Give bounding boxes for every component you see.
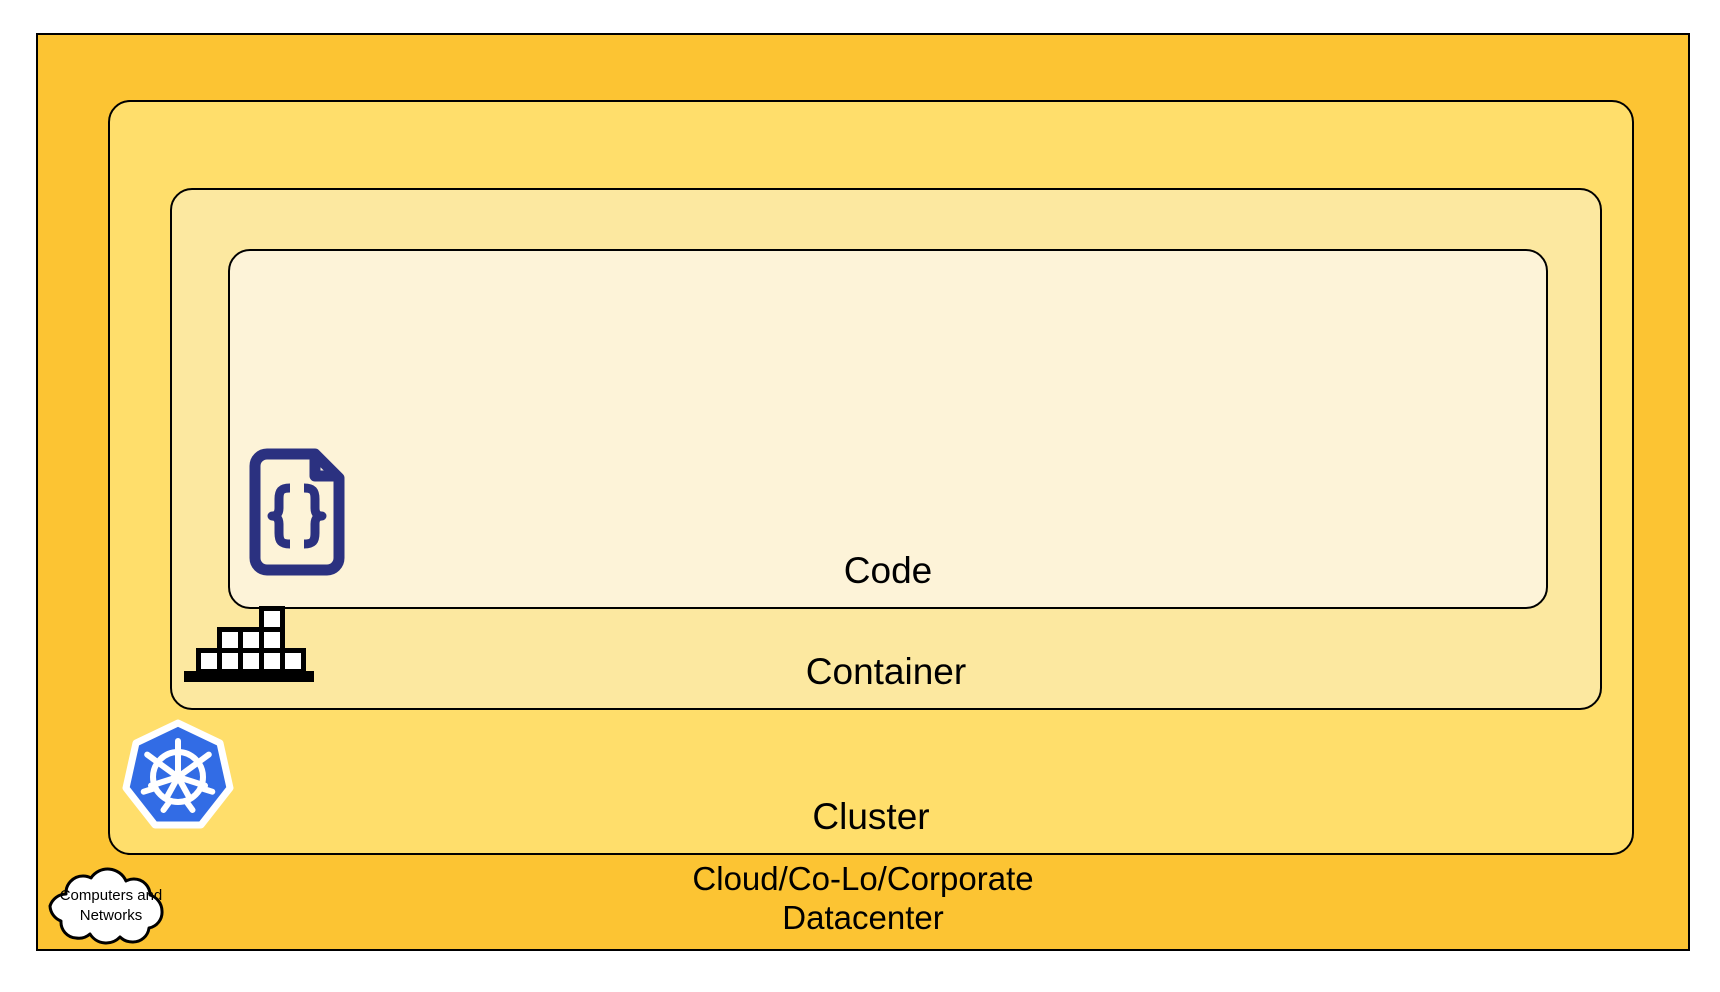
computers-and-networks-callout[interactable]: Computers and Networks bbox=[36, 856, 186, 956]
layer-container-label: Container bbox=[805, 651, 967, 693]
container-blocks-icon bbox=[184, 602, 314, 682]
layer-code[interactable]: Code bbox=[228, 249, 1548, 609]
cloud-icon bbox=[48, 867, 164, 945]
layer-container[interactable]: Container Code bbox=[170, 188, 1602, 710]
layer-code-label: Code bbox=[843, 550, 933, 592]
layer-cluster-label: Cluster bbox=[812, 796, 930, 838]
kubernetes-icon bbox=[122, 719, 234, 832]
layer-cluster[interactable]: Cluster Container Code bbox=[108, 100, 1634, 855]
layer-datacenter[interactable]: Cloud/Co-Lo/Corporate Datacenter Cluster… bbox=[36, 33, 1690, 951]
layer-datacenter-label: Cloud/Co-Lo/Corporate Datacenter bbox=[692, 860, 1034, 936]
code-document-icon bbox=[243, 448, 351, 576]
